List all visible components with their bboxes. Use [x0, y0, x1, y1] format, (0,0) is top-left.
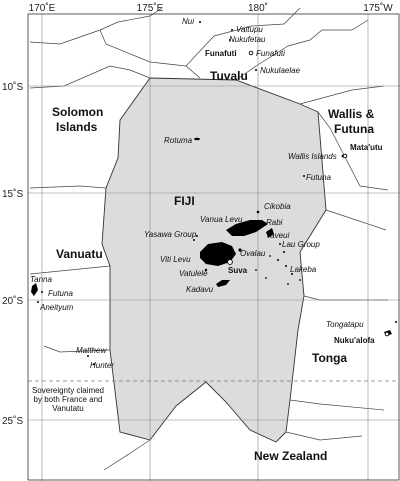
label-tongatapu: Tongatapu: [326, 320, 364, 329]
funafuti-marker: [248, 50, 254, 56]
label-rotuma: Rotuma: [164, 136, 193, 145]
lau-island-2: [283, 251, 285, 253]
label-yasawa-group: Yasawa Group: [144, 230, 197, 239]
lau-island-5: [287, 283, 289, 285]
lau-island-7: [255, 269, 257, 271]
label-nukulaelae: Nukulaelae: [260, 66, 301, 75]
aneityum-island: [37, 301, 39, 303]
label-viti-levu: Viti Levu: [160, 255, 191, 264]
note-line-3: Vanutatu: [52, 404, 83, 413]
sovereignty-note: Sovereignty claimed by both France and V…: [32, 386, 104, 413]
label-vanua-levu: Vanua Levu: [200, 215, 243, 224]
label-tuvalu: Tuvalu: [210, 69, 248, 83]
nui-island: [199, 21, 201, 23]
tick-lat-10: 10˚S: [2, 81, 23, 93]
nukufetau-island: [229, 39, 231, 41]
tick-lon-170: 170˚E: [29, 2, 56, 14]
tick-labels: 170˚E 175˚E 180˚ 175˚W 10˚S 15˚S 20˚S 25…: [2, 2, 393, 427]
lau-island-1: [279, 243, 281, 245]
yasawa-island-1: [193, 239, 195, 241]
viti-levu-island: [200, 242, 236, 266]
futuna-wf-island: [303, 175, 305, 177]
rotuma-island: [194, 137, 200, 141]
tick-lat-25: 25˚S: [2, 415, 23, 427]
taveui-island: [266, 228, 274, 238]
label-kadavu: Kadavu: [186, 285, 214, 294]
lau-island-4: [285, 265, 287, 267]
label-futuna-vu: Futuna: [48, 289, 73, 298]
label-taveui: Taveui: [266, 231, 290, 240]
label-nui: Nui: [182, 17, 194, 26]
label-solomon-2: Islands: [56, 120, 98, 134]
cikobia-island: [256, 210, 260, 214]
suva-marker: [227, 259, 233, 265]
lau-island-6: [299, 279, 301, 281]
label-tanna: Tanna: [30, 275, 53, 284]
note-line-1: Sovereignty claimed: [32, 386, 104, 395]
label-aneityum: Aneityum: [39, 303, 74, 312]
label-lakeba: Lakeba: [290, 265, 317, 274]
label-lau-group: Lau Group: [282, 240, 320, 249]
fiji-islands: [193, 137, 301, 287]
map-frame: [27, 13, 400, 481]
tick-lon-180: 180˚: [248, 2, 268, 14]
label-solomon-1: Solomon: [52, 105, 103, 119]
label-cikobia: Cikobia: [264, 202, 291, 211]
label-hunter: Hunter: [90, 361, 114, 370]
note-line-2: by both France and: [34, 395, 103, 404]
matautu-marker: [342, 153, 348, 159]
tick-lat-20: 20˚S: [2, 295, 23, 307]
graticule: [28, 14, 400, 481]
tonga-island-2: [395, 321, 397, 323]
label-matautu: Mata'utu: [350, 143, 383, 152]
futuna-vu-island: [41, 291, 43, 293]
label-nukualofa: Nuku'alofa: [334, 336, 375, 345]
ovalau-island: [238, 248, 242, 252]
lau-island-9: [269, 255, 271, 257]
matthew-island: [87, 355, 89, 357]
country-labels: Tuvalu Solomon Islands Wallis & Futuna F…: [52, 69, 375, 463]
nukulaelae-island: [255, 69, 257, 71]
label-matthew: Matthew: [76, 346, 107, 355]
hunter-island: [93, 363, 95, 365]
label-funafuti-capital: Funafuti: [205, 49, 237, 58]
nukualofa-marker: [384, 331, 390, 337]
rabi-island: [260, 220, 264, 224]
label-wallis-2: Futuna: [334, 122, 374, 136]
tanna-island: [31, 283, 38, 296]
tick-lon-175e: 175˚E: [137, 2, 164, 14]
yasawa-island-2: [196, 235, 198, 237]
lau-island-3: [277, 259, 279, 261]
label-nukufetau: Nukufetau: [229, 35, 266, 44]
label-suva: Suva: [228, 266, 248, 275]
capital-markers: [227, 50, 390, 337]
kadavu-island: [216, 280, 230, 287]
tick-lat-15: 15˚S: [2, 188, 23, 200]
label-vatulele: Vatulele: [179, 269, 208, 278]
vanua-levu-island: [226, 220, 268, 236]
label-funafuti-atoll: Funafuti: [256, 49, 285, 58]
place-labels: Nui Vaitupu Nukufetau Funafuti Funafuti …: [30, 17, 383, 370]
label-vanuatu: Vanuatu: [56, 247, 103, 261]
label-futuna-wf: Futuna: [306, 173, 331, 182]
tick-lon-175w: 175˚W: [363, 2, 393, 14]
label-ovalau: Ovalau: [240, 249, 266, 258]
vaitupu-island: [231, 29, 233, 31]
label-vaitupu: Vaitupu: [236, 25, 263, 34]
lau-island-8: [265, 277, 267, 279]
label-fiji: FIJI: [174, 194, 195, 208]
lakeba-island: [291, 273, 293, 275]
label-wallis-islands: Wallis Islands: [288, 152, 337, 161]
vatulele-island: [204, 268, 208, 272]
label-wallis-1: Wallis &: [328, 107, 375, 121]
label-rabi: Rabi: [266, 218, 283, 227]
label-new-zealand: New Zealand: [254, 449, 327, 463]
label-tonga: Tonga: [312, 351, 347, 365]
